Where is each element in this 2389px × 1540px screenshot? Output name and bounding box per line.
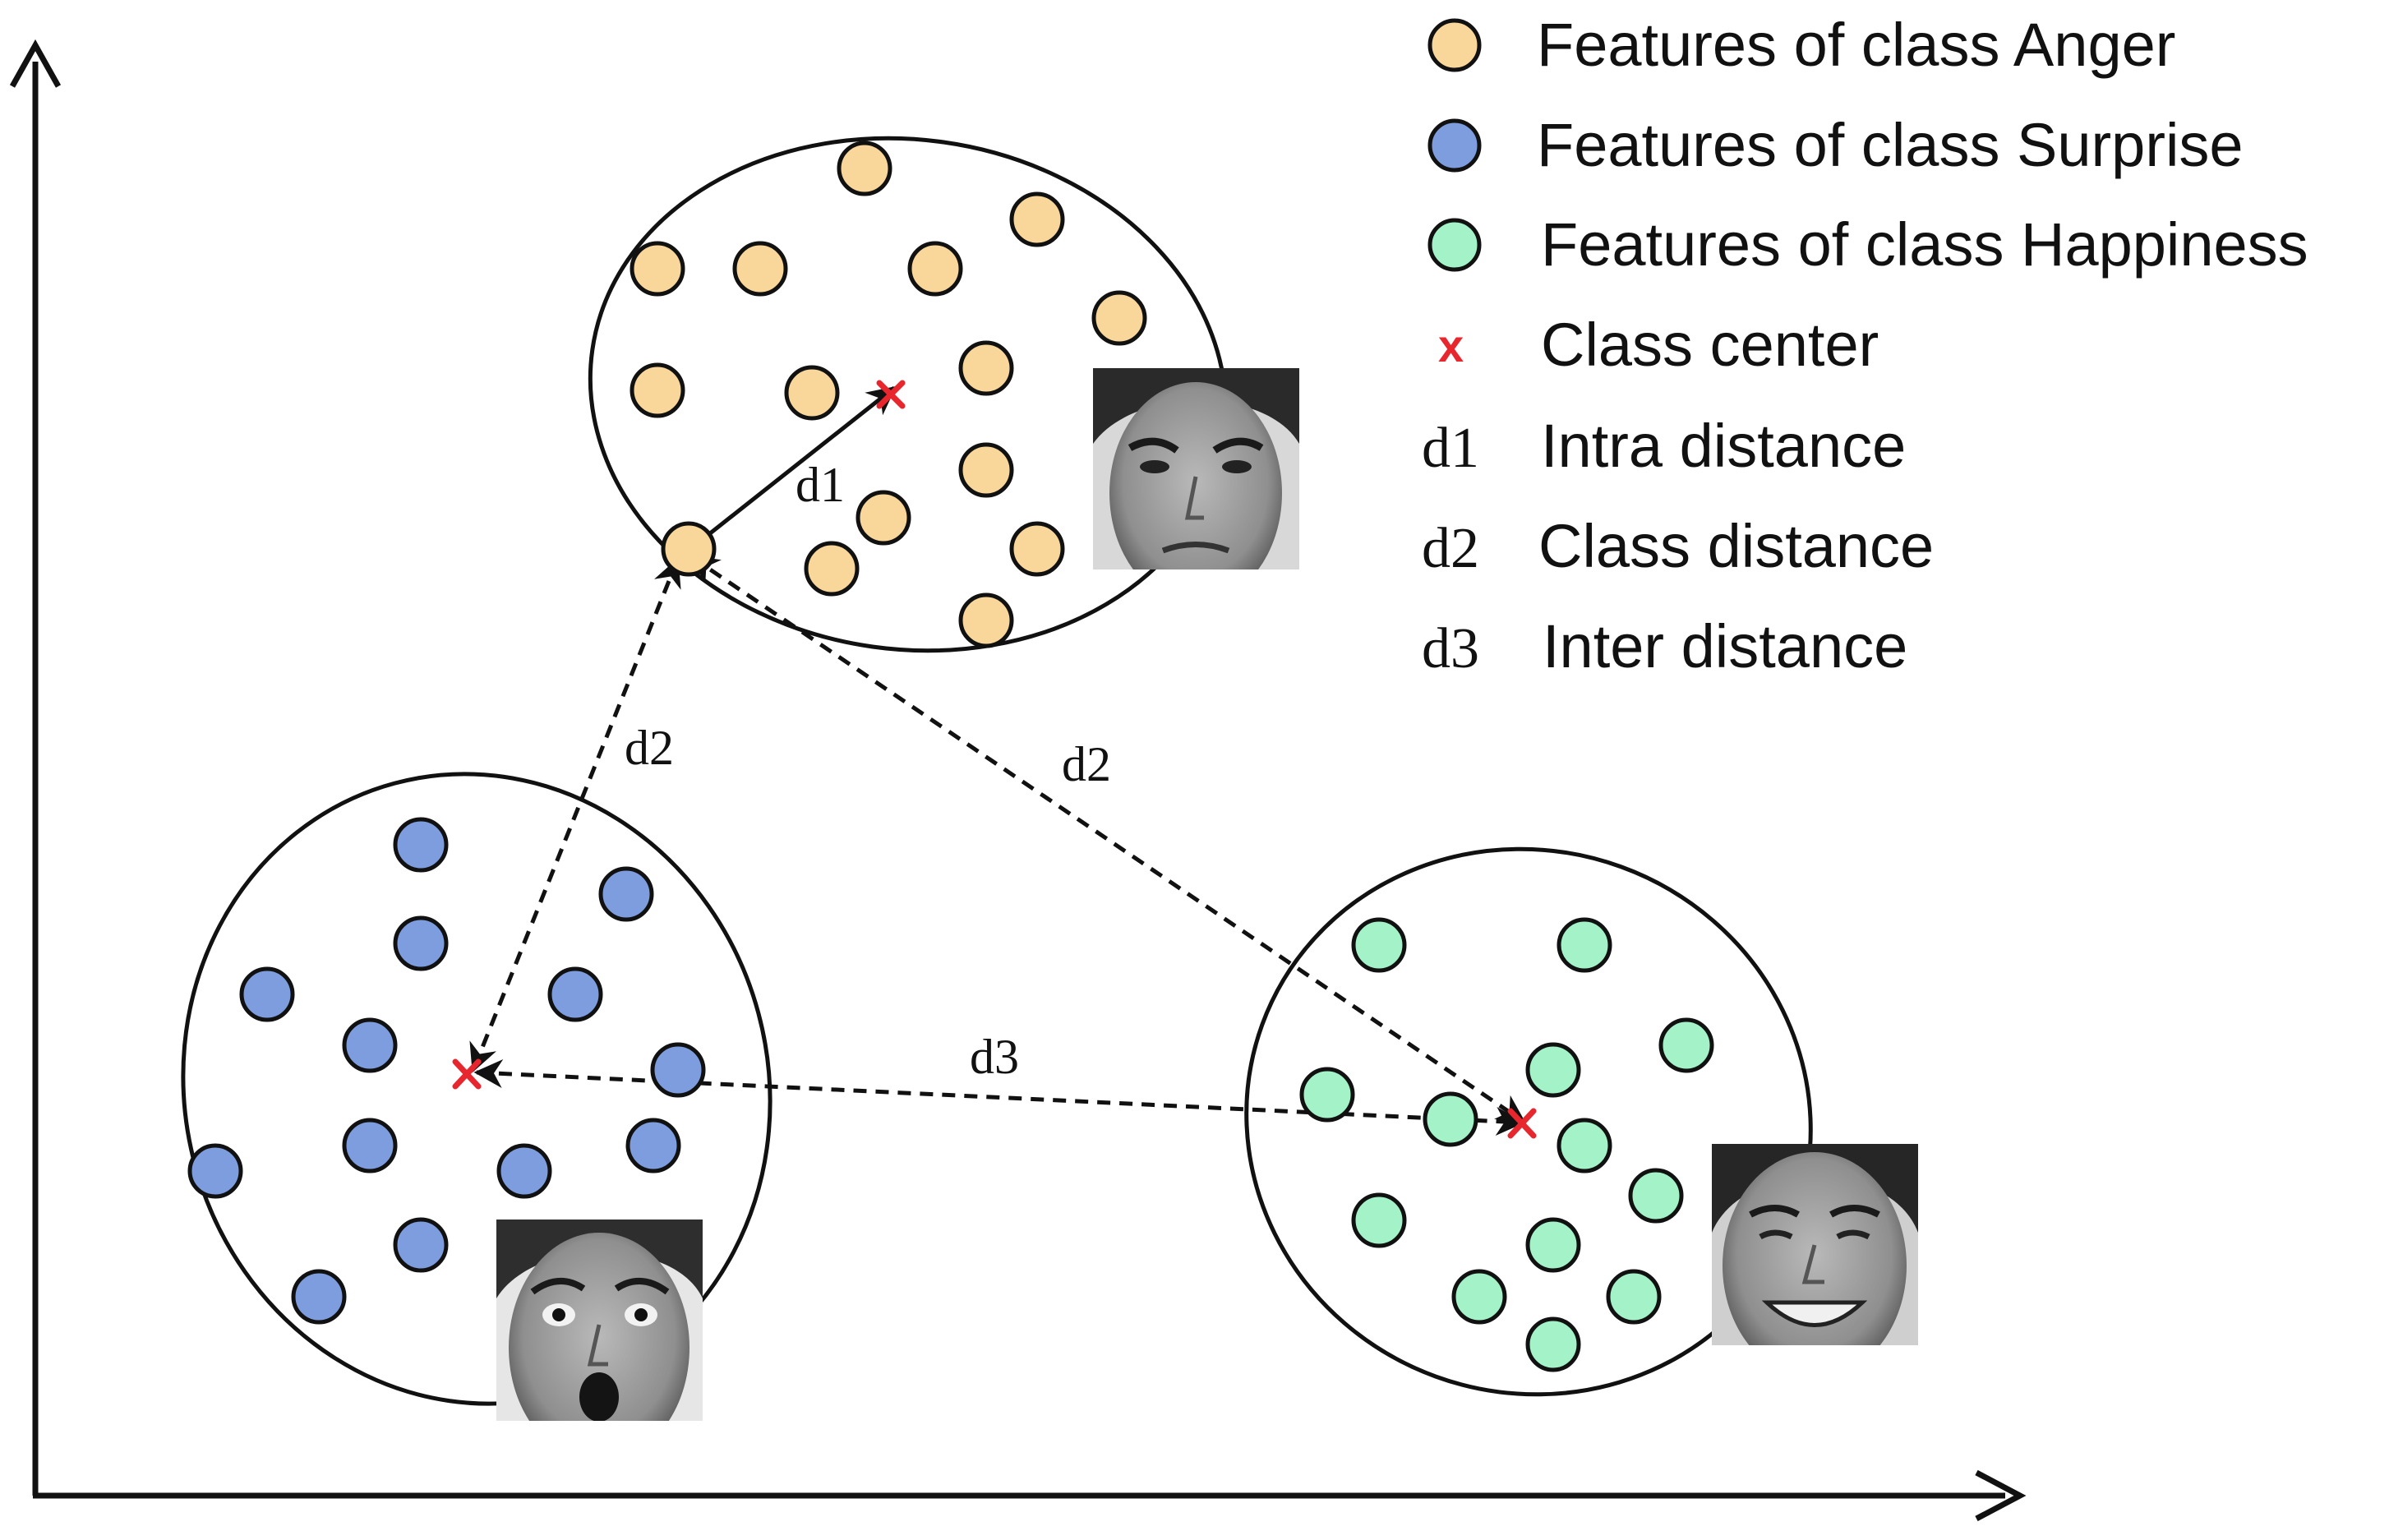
anger-point [1091, 290, 1147, 346]
happiness-point [1606, 1269, 1662, 1325]
happiness-cluster-boundary [1244, 846, 1813, 1397]
anger-point [958, 442, 1014, 498]
legend-anger-label: Features of class Anger [1537, 11, 2175, 79]
surprise-point [547, 966, 603, 1022]
happiness-point [1423, 1091, 1478, 1147]
happiness-point [1299, 1067, 1355, 1123]
legend-happiness-swatch [1427, 218, 1482, 272]
d3-arrow [473, 1059, 1525, 1136]
d2-left-label: d2 [625, 721, 674, 775]
surprise-points [187, 817, 706, 1325]
surprise-point [187, 1143, 243, 1199]
surprise-cluster-boundary [181, 772, 773, 1406]
anger-point [1009, 191, 1065, 247]
happiness-point [1451, 1269, 1507, 1325]
surprise-point [496, 1143, 552, 1199]
surprise-point [650, 1042, 706, 1098]
anger-point [732, 241, 788, 297]
d1-label: d1 [796, 458, 845, 512]
happiness-point [1525, 1042, 1581, 1098]
anger-face-image [1093, 368, 1299, 569]
happiness-points [1299, 917, 1714, 1372]
legend: Features of class Anger Features of clas… [1422, 11, 2308, 680]
surprise-point [342, 1118, 398, 1173]
happiness-point [1351, 1192, 1407, 1248]
legend-d1-code: d1 [1422, 417, 1479, 480]
surprise-point [393, 915, 449, 971]
y-axis-arrowhead [9, 39, 62, 88]
surprise-point [393, 817, 449, 873]
happiness-point [1658, 1017, 1714, 1073]
anger-points [630, 141, 1147, 648]
cluster-boundaries [181, 136, 1813, 1406]
surprise-point [239, 966, 295, 1022]
happiness-class-center [1507, 1108, 1537, 1139]
anger-point [1009, 521, 1065, 577]
legend-d1-label: Intra distance [1541, 412, 1906, 480]
surprise-point [598, 866, 654, 922]
x-axis-arrowhead [1975, 1469, 2027, 1522]
legend-center-label: Class center [1541, 311, 1879, 379]
legend-happiness-label: Features of class Happiness [1541, 210, 2308, 279]
d3-label: d3 [970, 1030, 1019, 1084]
distance-labels: d1 d2 d2 d3 [625, 458, 1111, 1084]
legend-d2-code: d2 [1422, 517, 1479, 580]
anger-point [784, 365, 840, 421]
surprise-class-center [452, 1058, 482, 1090]
legend-d3-label: Inter distance [1543, 612, 1907, 680]
d2-right-arrow [689, 555, 1526, 1124]
anger-point [630, 362, 685, 418]
legend-surprise-swatch [1427, 118, 1482, 173]
anger-class-center [876, 380, 906, 409]
happiness-point [1628, 1168, 1684, 1224]
legend-d2-label: Class distance [1538, 512, 1934, 580]
d2-left-arrow [469, 557, 681, 1073]
axes [9, 39, 2027, 1522]
surprise-point [625, 1118, 681, 1173]
anger-point [837, 141, 892, 196]
d1-arrow [689, 385, 897, 551]
happiness-point [1557, 917, 1612, 973]
anger-point [958, 592, 1014, 648]
legend-surprise-label: Features of class Surprise [1537, 111, 2244, 179]
anger-point [958, 340, 1014, 396]
happiness-point [1557, 1118, 1612, 1173]
d2-right-label: d2 [1062, 737, 1111, 791]
legend-center-symbol: x [1438, 320, 1464, 371]
legend-d3-code: d3 [1422, 617, 1479, 680]
legend-anger-swatch [1427, 18, 1482, 72]
anger-point [804, 541, 860, 597]
anger-point-reference [661, 521, 717, 577]
surprise-point [393, 1217, 449, 1273]
anger-point [856, 490, 911, 546]
happiness-point [1525, 1316, 1581, 1372]
anger-point [630, 241, 685, 297]
class-centers [452, 380, 1537, 1139]
happiness-point [1525, 1217, 1581, 1273]
distance-lines [469, 385, 1526, 1136]
surprise-point [342, 1017, 398, 1073]
happiness-point [1351, 917, 1407, 973]
happiness-face-image [1712, 1144, 1918, 1345]
anger-point [907, 241, 963, 297]
surprise-face-image [496, 1220, 703, 1421]
surprise-point [291, 1269, 347, 1325]
